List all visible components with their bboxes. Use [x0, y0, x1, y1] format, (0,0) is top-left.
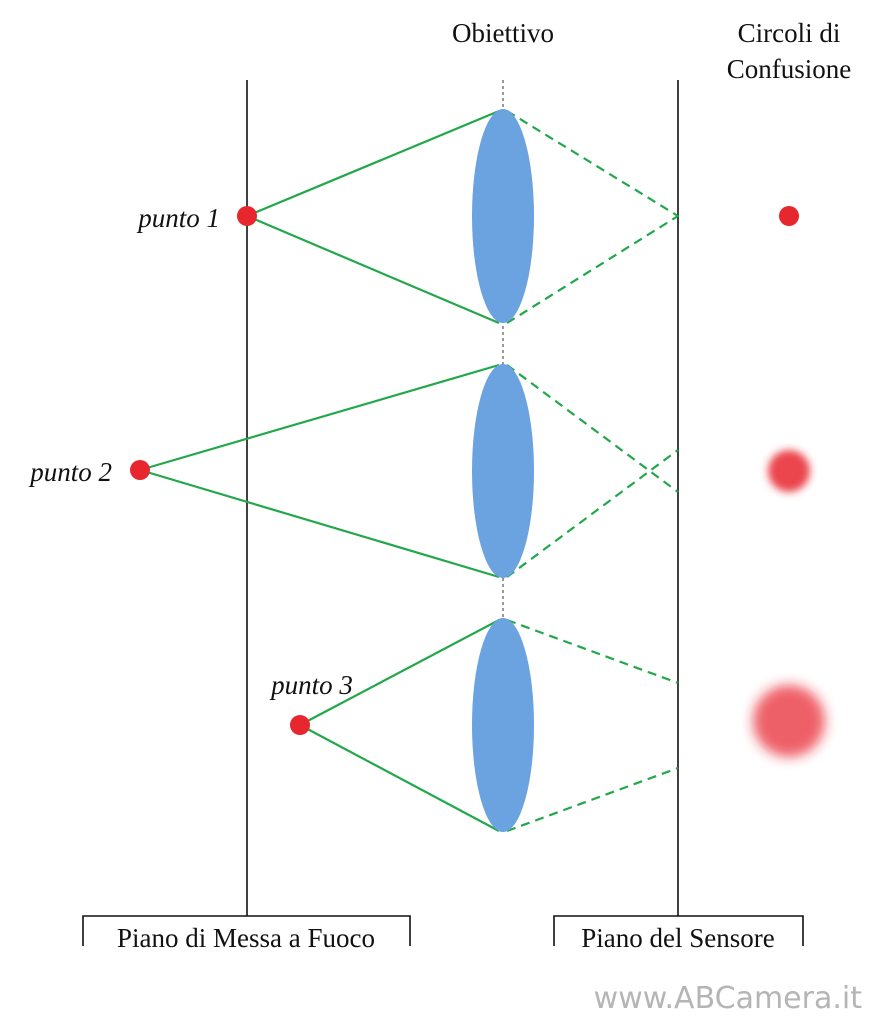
ray-dashed — [506, 766, 679, 833]
focus-plane-label: Piano di Messa a Fuoco — [117, 923, 375, 953]
ray-dashed — [506, 618, 679, 685]
circle-of-confusion-1 — [779, 206, 799, 226]
lens-1 — [472, 109, 534, 323]
ray — [246, 214, 500, 325]
ray-dashed — [506, 215, 679, 324]
focus-plane-box: Piano di Messa a Fuoco — [82, 915, 411, 953]
sensor-plane-box: Piano del Sensore — [553, 915, 804, 953]
ray-dashed — [506, 449, 679, 578]
lens-2 — [472, 364, 534, 578]
ray-group-3 — [299, 618, 679, 833]
circle-of-confusion-3 — [753, 685, 825, 757]
point-1-label: punto 1 — [136, 203, 220, 233]
point-3-label: punto 3 — [269, 670, 353, 700]
focus-plane-bracket — [82, 915, 411, 946]
watermark-text: www.ABCamera.it — [594, 981, 863, 1016]
ray-group-2 — [139, 363, 679, 579]
ray — [299, 724, 500, 832]
circle-of-confusion-2 — [768, 450, 810, 492]
ray-dashed — [506, 364, 679, 493]
sensor-plane-bracket — [553, 915, 804, 946]
point-2-dot — [130, 460, 150, 480]
point-1-dot — [237, 206, 257, 226]
sensor-plane-label: Piano del Sensore — [581, 923, 774, 953]
lens-title: Obiettivo — [452, 18, 554, 48]
ray — [246, 109, 500, 218]
lens-3 — [472, 618, 534, 832]
ray — [139, 363, 500, 472]
circles-title-line2: Confusione — [727, 54, 852, 84]
ray — [139, 468, 500, 579]
circles-title-line1: Circoli di — [738, 18, 841, 48]
ray — [299, 619, 500, 726]
ray-dashed — [506, 110, 679, 217]
point-2-label: punto 2 — [28, 457, 112, 487]
point-3-dot — [290, 715, 310, 735]
ray-group-1 — [246, 109, 679, 325]
